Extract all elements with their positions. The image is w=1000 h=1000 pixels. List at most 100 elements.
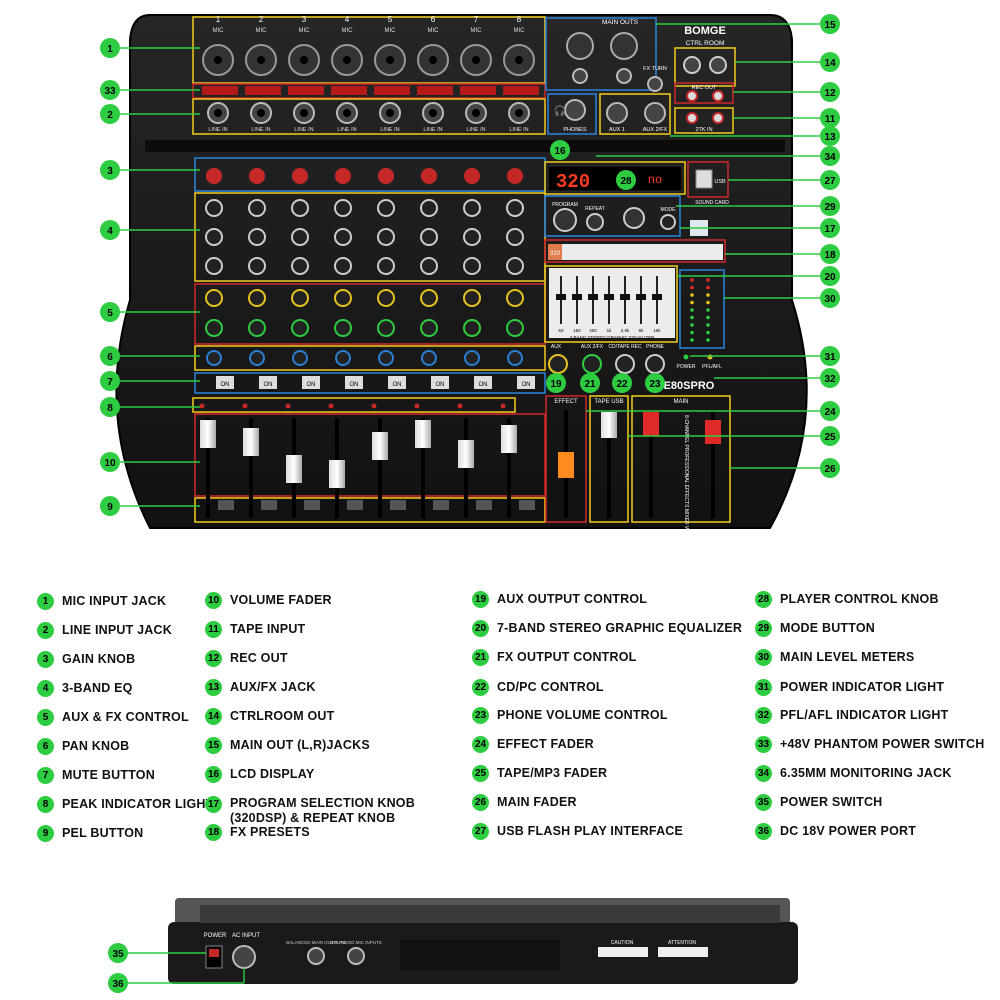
pfl-button[interactable] (347, 500, 363, 510)
eq-slider-cap[interactable] (588, 294, 598, 300)
eq-high-knob[interactable] (506, 199, 524, 217)
volume-fader[interactable] (329, 460, 345, 488)
ctrl-room-left-jack[interactable] (683, 56, 701, 74)
phone-volume-knob[interactable] (645, 354, 665, 374)
eq-slider-cap[interactable] (636, 294, 646, 300)
ctrl-room-right-jack[interactable] (709, 56, 727, 74)
aux-knob[interactable] (334, 289, 352, 307)
phones-jack[interactable] (564, 99, 586, 121)
eq-low-knob[interactable] (205, 257, 223, 275)
eq-mid-knob[interactable] (377, 228, 395, 246)
tape-mp3-fader[interactable] (601, 412, 617, 438)
dc-power-port[interactable] (232, 945, 256, 969)
gain-knob[interactable] (505, 166, 525, 186)
aux-knob[interactable] (506, 289, 524, 307)
fx-output-knob[interactable] (582, 354, 602, 374)
phantom-switch[interactable] (288, 86, 324, 95)
gain-knob[interactable] (376, 166, 396, 186)
phantom-switch[interactable] (245, 86, 281, 95)
eq-low-knob[interactable] (420, 257, 438, 275)
rear-mic-jack[interactable] (347, 947, 365, 965)
aux-knob[interactable] (463, 289, 481, 307)
eq-low-knob[interactable] (463, 257, 481, 275)
gain-knob[interactable] (290, 166, 310, 186)
aux-knob[interactable] (420, 289, 438, 307)
eq-low-knob[interactable] (334, 257, 352, 275)
cd-pc-knob[interactable] (615, 354, 635, 374)
tape-in-right-jack[interactable] (712, 112, 724, 124)
aux-knob[interactable] (248, 289, 266, 307)
aux-knob[interactable] (377, 289, 395, 307)
mute-button[interactable] (345, 376, 363, 389)
pan-knob[interactable] (421, 350, 437, 366)
mute-button[interactable] (474, 376, 492, 389)
gain-knob[interactable] (462, 166, 482, 186)
pfl-button[interactable] (304, 500, 320, 510)
eq-mid-knob[interactable] (248, 228, 266, 246)
eq-slider-cap[interactable] (604, 294, 614, 300)
eq-slider-cap[interactable] (572, 294, 582, 300)
rec-out-right-jack[interactable] (712, 90, 724, 102)
fx-knob[interactable] (506, 319, 524, 337)
eq-slider-cap[interactable] (556, 294, 566, 300)
eq-high-knob[interactable] (248, 199, 266, 217)
rear-main-out-jack[interactable] (307, 947, 325, 965)
mute-button[interactable] (431, 376, 449, 389)
pfl-button[interactable] (433, 500, 449, 510)
fx-knob[interactable] (205, 319, 223, 337)
eq-mid-knob[interactable] (205, 228, 223, 246)
eq-high-knob[interactable] (291, 199, 309, 217)
pan-knob[interactable] (249, 350, 265, 366)
pfl-button[interactable] (218, 500, 234, 510)
mute-button[interactable] (216, 376, 234, 389)
gain-knob[interactable] (247, 166, 267, 186)
volume-fader[interactable] (286, 455, 302, 483)
gain-knob[interactable] (419, 166, 439, 186)
eq-low-knob[interactable] (248, 257, 266, 275)
repeat-knob[interactable] (586, 213, 604, 231)
phantom-switch[interactable] (331, 86, 367, 95)
volume-fader[interactable] (372, 432, 388, 460)
fx-knob[interactable] (463, 319, 481, 337)
phantom-switch[interactable] (460, 86, 496, 95)
pfl-button[interactable] (390, 500, 406, 510)
pfl-button[interactable] (261, 500, 277, 510)
mute-button[interactable] (259, 376, 277, 389)
fx-turn-left-jack[interactable] (647, 76, 663, 92)
rec-out-left-jack[interactable] (686, 90, 698, 102)
eq-high-knob[interactable] (463, 199, 481, 217)
fx-knob[interactable] (420, 319, 438, 337)
eq-low-knob[interactable] (506, 257, 524, 275)
pan-knob[interactable] (464, 350, 480, 366)
eq-high-knob[interactable] (420, 199, 438, 217)
pan-knob[interactable] (206, 350, 222, 366)
volume-fader[interactable] (458, 440, 474, 468)
aux-knob[interactable] (291, 289, 309, 307)
usb-port[interactable] (695, 169, 713, 189)
phantom-switch[interactable] (374, 86, 410, 95)
mute-button[interactable] (517, 376, 535, 389)
volume-fader[interactable] (243, 428, 259, 456)
main-out-left-jack[interactable] (566, 32, 594, 60)
aux-output-knob[interactable] (548, 354, 568, 374)
eq-high-knob[interactable] (377, 199, 395, 217)
mute-button[interactable] (302, 376, 320, 389)
eq-mid-knob[interactable] (334, 228, 352, 246)
main-left-fader[interactable] (643, 412, 659, 436)
volume-fader[interactable] (501, 425, 517, 453)
phantom-switch[interactable] (417, 86, 453, 95)
fx-knob[interactable] (334, 319, 352, 337)
eq-high-knob[interactable] (334, 199, 352, 217)
pan-knob[interactable] (335, 350, 351, 366)
eq-mid-knob[interactable] (463, 228, 481, 246)
aux-knob[interactable] (205, 289, 223, 307)
pfl-button[interactable] (476, 500, 492, 510)
phantom-switch[interactable] (202, 86, 238, 95)
pan-knob[interactable] (292, 350, 308, 366)
eq-low-knob[interactable] (291, 257, 309, 275)
aux2fx-jack[interactable] (644, 102, 666, 124)
aux1-jack[interactable] (606, 102, 628, 124)
eq-low-knob[interactable] (377, 257, 395, 275)
main-right-fader[interactable] (705, 420, 721, 444)
tape-in-left-jack[interactable] (686, 112, 698, 124)
